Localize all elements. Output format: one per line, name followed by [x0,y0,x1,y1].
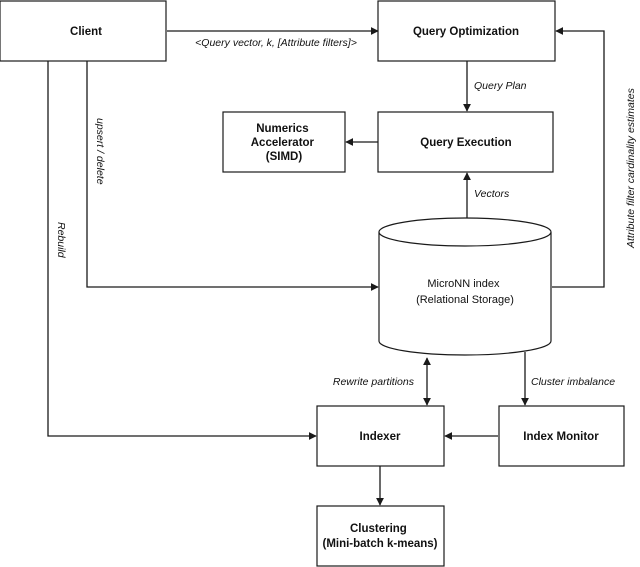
label-vectors: Vectors [474,188,510,200]
node-indexer: Indexer [316,405,445,467]
node-query-optimization: Query Optimization [377,0,556,62]
svg-text:MicroNN index (Relationa: MicroNN index (Relational Storage) [416,278,514,306]
label-rebuild: Rebuild [55,222,67,259]
edges [47,27,605,506]
node-clustering: Clustering (Mini-batch k-means) [316,505,445,567]
label-query-plan: Query Plan [474,80,527,92]
svg-text:Query Optimization: Query Optimization [413,26,519,38]
svg-text:Index Monitor: Index Monitor [523,431,599,443]
svg-text:Numerics Accelerator: Numerics Accelerator (SIMD) [251,123,318,163]
label-query-request: <Query vector, k, [Attribute filters]> [195,37,357,49]
edge-client-rebuild-to-indexer [47,61,317,440]
label-rewrite-partitions: Rewrite partitions [333,376,415,388]
node-query-execution: Query Execution [377,111,554,173]
node-client: Client [0,0,167,62]
label-upsert-delete: upsert / delete [94,118,106,185]
edge-client-upsert-to-storage [86,61,379,291]
svg-text:Query Execution: Query Execution [420,137,511,149]
node-index-monitor: Index Monitor [498,405,625,467]
svg-text:Client: Client [70,26,102,38]
svg-text:Indexer: Indexer [360,431,401,443]
node-numerics-accelerator: Numerics Accelerator (SIMD) [222,111,346,173]
edge-storage-cardinality-to-optimization [552,27,605,288]
svg-text:Clustering (Mini-batch k: Clustering (Mini-batch k-means) [322,523,437,550]
edge-labels: <Query vector, k, [Attribute filters]> Q… [55,37,637,388]
node-micronn-index: MicroNN index (Relational Storage) [378,217,552,356]
label-cluster-imbalance: Cluster imbalance [531,376,615,388]
label-cardinality-estimates: Attribute filter cardinality estimates [625,87,637,249]
